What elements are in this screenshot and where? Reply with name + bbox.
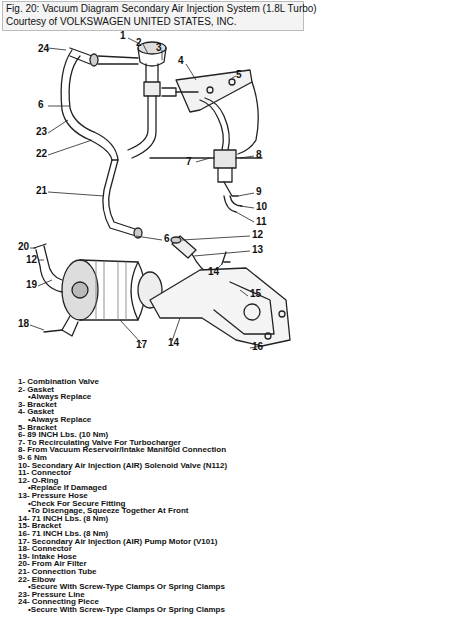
callout-number: 23 xyxy=(36,127,47,137)
callout-number: 7 xyxy=(186,157,192,167)
legend-item: 11- Connector xyxy=(18,469,71,477)
callout-number: 16 xyxy=(252,342,263,352)
callout-number: 10 xyxy=(256,202,267,212)
callout-number: 24 xyxy=(38,44,49,54)
callout-number: 18 xyxy=(18,319,29,329)
callout-number: 13 xyxy=(252,245,263,255)
legend-note: •Always Replace xyxy=(28,416,91,424)
legend-item: 13- Pressure Hose xyxy=(18,492,88,500)
callout-number: 3 xyxy=(156,43,162,53)
legend-item: 20- From Air Filter xyxy=(18,560,87,568)
legend-item: 4- Gasket xyxy=(18,408,54,416)
legend-item: 16- 71 INCH Lbs. (8 Nm) xyxy=(18,530,108,538)
legend-item: 21- Connection Tube xyxy=(18,568,97,576)
legend-note: •Secure With Screw-Type Clamps Or Spring… xyxy=(28,606,225,614)
callout-number: 6 xyxy=(164,234,170,244)
callout-number: 6 xyxy=(38,100,44,110)
callout-number: 9 xyxy=(256,187,262,197)
callout-number: 11 xyxy=(256,217,267,227)
callout-number: 21 xyxy=(36,186,47,196)
legend-item: 9- 6 Nm xyxy=(18,454,47,462)
legend-item: 8- From Vacuum Reservoir/Intake Manifold… xyxy=(18,446,226,454)
callout-number: 8 xyxy=(256,150,262,160)
callout-number: 14 xyxy=(168,338,179,348)
callout-number: 19 xyxy=(26,280,37,290)
legend-item: 15- Bracket xyxy=(18,522,61,530)
legend-item: 24- Connecting Piece xyxy=(18,598,99,606)
legend-item: 1- Combination Valve xyxy=(18,378,99,386)
callout-number: 2 xyxy=(136,38,142,48)
callout-number: 20 xyxy=(18,242,29,252)
callout-number: 17 xyxy=(136,340,147,350)
callout-number: 5 xyxy=(236,70,242,80)
callout-number: 14 xyxy=(208,267,219,277)
callout-number: 12 xyxy=(26,255,37,265)
legend-note: •Secure With Screw-Type Clamps Or Spring… xyxy=(28,583,225,591)
callout-number: 4 xyxy=(178,56,184,66)
callout-number: 1 xyxy=(120,31,126,41)
legend-item: 6- 89 INCH Lbs. (10 Nm) xyxy=(18,431,108,439)
legend-note: •Replace If Damaged xyxy=(28,484,107,492)
figure-title: Fig. 20: Vacuum Diagram Secondary Air In… xyxy=(6,4,317,14)
legend-note: •To Disengage, Squeeze Together At Front xyxy=(28,507,188,515)
legend-item: 18- Connector xyxy=(18,545,72,553)
callout-number: 15 xyxy=(250,289,261,299)
callout-number: 12 xyxy=(252,230,263,240)
legend-note: •Always Replace xyxy=(28,393,91,401)
credit-line: Courtesy of VOLKSWAGEN UNITED STATES, IN… xyxy=(6,17,236,27)
callout-number: 22 xyxy=(36,149,47,159)
